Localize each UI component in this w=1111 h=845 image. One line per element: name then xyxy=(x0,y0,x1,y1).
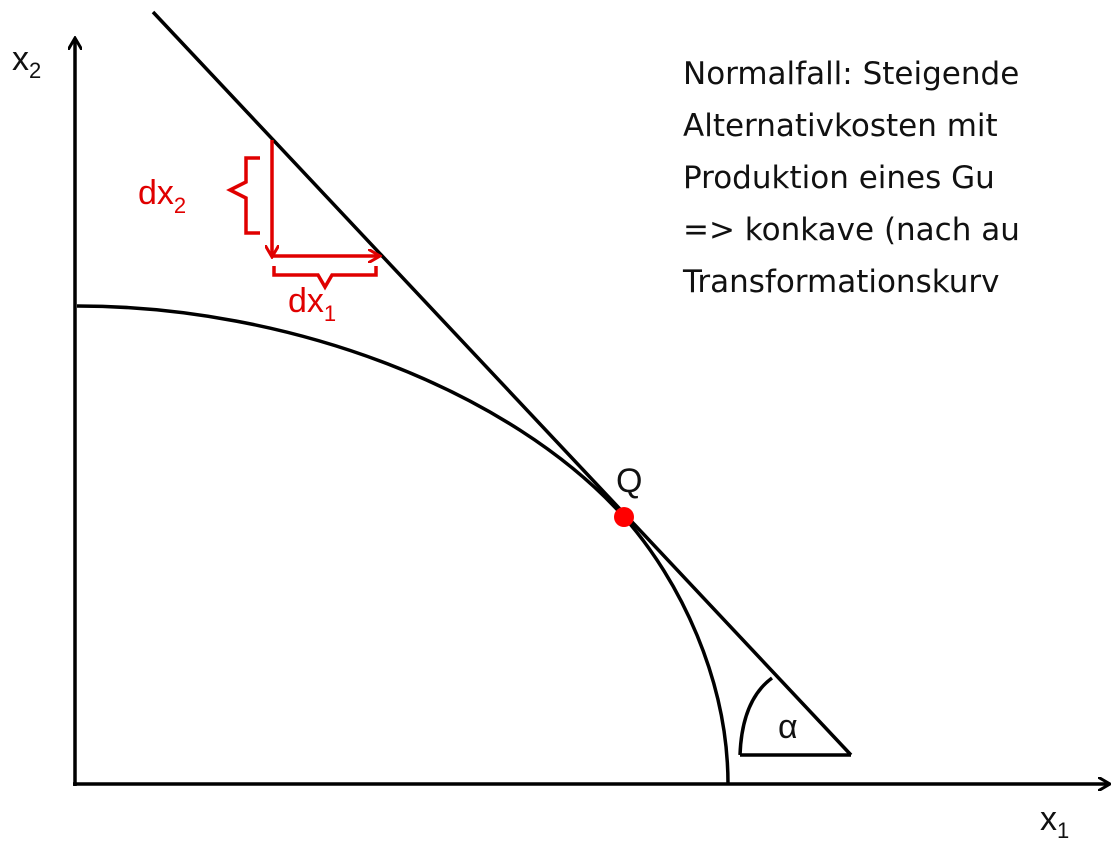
dx1-label: dx1 xyxy=(288,282,336,326)
point-q-label: Q xyxy=(616,462,642,500)
note-line-2: Alternativkosten mit xyxy=(683,108,998,144)
explanation-note: Normalfall: Steigende Alternativkosten m… xyxy=(682,56,1020,300)
note-line-1: Normalfall: Steigende xyxy=(683,56,1019,92)
dx2-brace xyxy=(226,156,260,235)
dx1-brace xyxy=(272,266,378,291)
transformation-curve xyxy=(76,304,730,785)
dx2-label: dx2 xyxy=(138,174,186,218)
y-axis-label: x2 xyxy=(12,40,41,83)
note-line-5: Transformationskurv xyxy=(682,264,999,300)
note-line-4: => konkave (nach au xyxy=(683,212,1020,248)
point-q xyxy=(614,507,634,527)
angle-arc xyxy=(738,676,774,756)
x-axis-label: x1 xyxy=(1040,800,1069,840)
tangent-line xyxy=(151,10,853,757)
angle-label: α xyxy=(778,708,798,746)
note-line-3: Produktion eines Gu xyxy=(683,160,995,196)
